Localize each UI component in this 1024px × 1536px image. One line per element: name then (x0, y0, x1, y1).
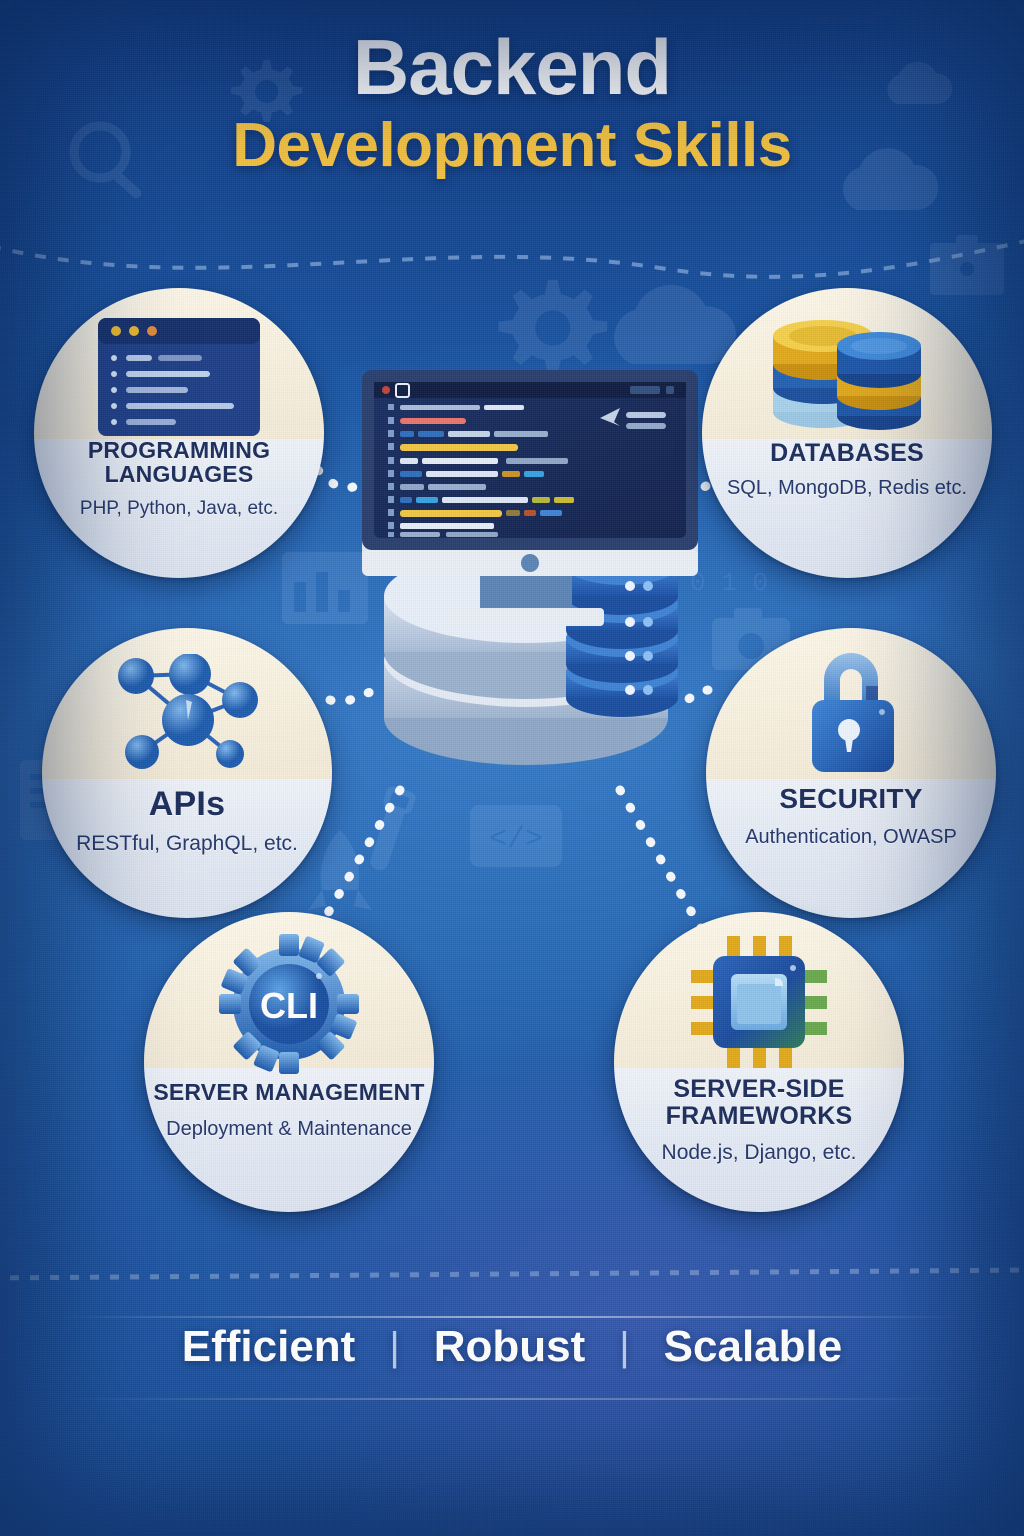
node-bottom-panel (42, 778, 332, 918)
node-databases[interactable]: DATABASES SQL, MongoDB, Redis etc. (702, 288, 992, 578)
node-text: SECURITY Authentication, OWASP (706, 784, 996, 848)
node-server-management[interactable]: CLI SERVER MANAGEMENT Deployment & Maint… (144, 912, 434, 1212)
center-illustration (362, 370, 698, 765)
node-title: SERVER MANAGEMENT (153, 1079, 425, 1105)
node-title: SECURITY (779, 783, 923, 814)
node-subtitle: RESTful, GraphQL, etc. (76, 832, 298, 856)
footer-separator-2: | (619, 1324, 630, 1369)
node-title: DATABASES (770, 439, 924, 467)
svg-text:</>: </> (489, 823, 543, 857)
node-title: APIs (148, 785, 226, 823)
node-subtitle: PHP, Python, Java, etc. (79, 497, 279, 519)
node-subtitle: Authentication, OWASP (745, 825, 957, 848)
monitor-stand (448, 572, 604, 626)
briefcase-watermark-icon (930, 235, 1004, 295)
network-nodes-icon (98, 654, 276, 774)
node-bottom-panel (144, 1068, 434, 1212)
footer-divider-bottom (60, 1398, 964, 1400)
node-subtitle: Node.js, Django, etc. (661, 1141, 857, 1164)
node-text: SERVER-SIDE FRAMEWORKS Node.js, Django, … (614, 1076, 904, 1164)
database-cylinders-icon (757, 312, 937, 440)
node-subtitle: Deployment & Maintenance (166, 1118, 412, 1141)
footer-keyword-robust: Robust (433, 1322, 586, 1371)
padlock-icon (786, 642, 916, 778)
node-text: APIs RESTful, GraphQL, etc. (42, 786, 332, 855)
node-title: PROGRAMMING LANGUAGES (87, 437, 271, 488)
poster-header: Backend Development Skills (0, 23, 1024, 180)
node-subtitle: SQL, MongoDB, Redis etc. (726, 476, 968, 499)
page-title-primary: Backend (352, 23, 672, 111)
code-badge-watermark-icon: </> (470, 805, 562, 867)
node-bottom-panel (702, 438, 992, 578)
node-bottom-panel (34, 438, 324, 578)
code-window-icon (94, 316, 264, 438)
node-server-side-frameworks[interactable]: SERVER-SIDE FRAMEWORKS Node.js, Django, … (614, 912, 904, 1212)
gear-cli-label: CLI (260, 985, 318, 1026)
footer-keywords: Efficient | Robust | Scalable (0, 1322, 1024, 1372)
footer-keyword-scalable: Scalable (663, 1322, 843, 1371)
node-text: PROGRAMMING LANGUAGES PHP, Python, Java,… (34, 438, 324, 520)
node-security[interactable]: SECURITY Authentication, OWASP (706, 628, 996, 918)
node-title: SERVER-SIDE FRAMEWORKS (665, 1075, 853, 1130)
node-programming-languages[interactable]: PROGRAMMING LANGUAGES PHP, Python, Java,… (34, 288, 324, 578)
node-apis[interactable]: APIs RESTful, GraphQL, etc. (42, 628, 332, 918)
footer-keyword-efficient: Efficient (181, 1322, 356, 1371)
page-title-secondary: Development Skills (232, 110, 792, 180)
node-text: DATABASES SQL, MongoDB, Redis etc. (702, 440, 992, 499)
node-text: SERVER MANAGEMENT Deployment & Maintenan… (144, 1079, 434, 1141)
footer-separator: | (389, 1324, 400, 1369)
node-bottom-panel (706, 778, 996, 918)
desktop-code-editor-icon (362, 370, 698, 576)
cpu-chip-icon (691, 936, 827, 1068)
node-bottom-panel (614, 1068, 904, 1212)
footer-divider-top (60, 1316, 964, 1318)
gear-cli-icon: CLI (219, 934, 359, 1074)
